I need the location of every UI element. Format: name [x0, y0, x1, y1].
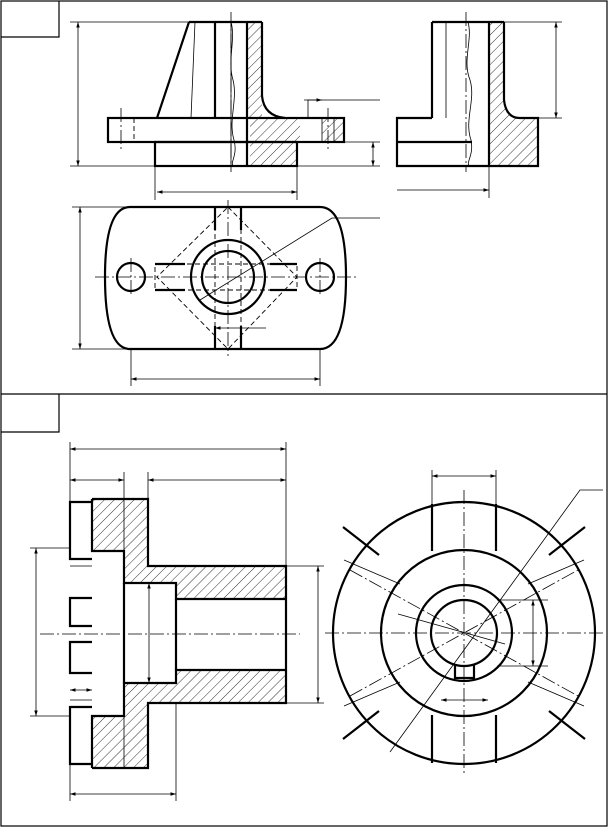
section-hatch-right: [247, 22, 300, 166]
keyway: [453, 664, 476, 680]
side-view-top: [395, 12, 562, 198]
problem-number-box-top: [1, 1, 60, 38]
leader-hole: [307, 99, 380, 118]
end-view-bottom: [325, 470, 603, 776]
problem-number-box-bottom: [1, 394, 60, 433]
section-view-bottom: [30, 442, 324, 801]
leader-outer-dia: [389, 489, 603, 753]
plan-view-top: [72, 200, 380, 386]
leader-bore-dia: [397, 613, 506, 645]
front-view-top: [70, 12, 380, 200]
leader-bore: [199, 217, 380, 301]
